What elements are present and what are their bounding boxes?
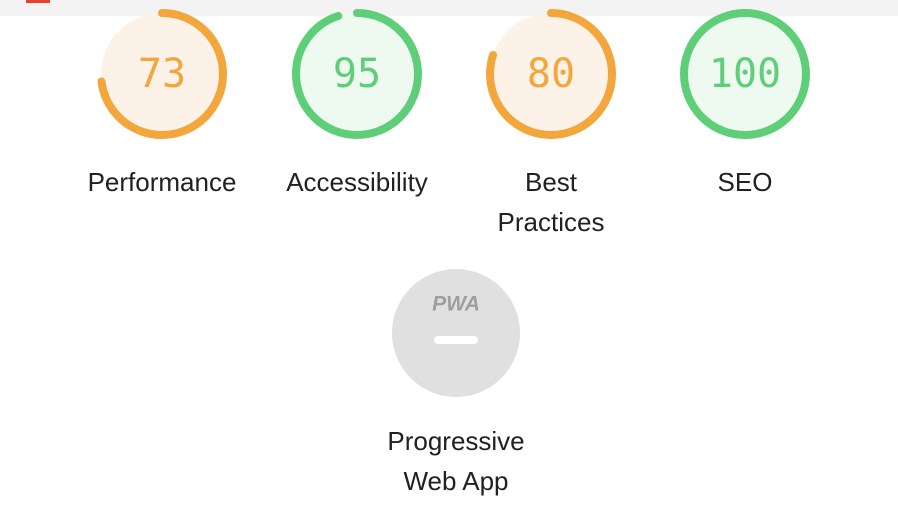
pwa-label-line-2: Web App (403, 466, 509, 496)
pwa-badge-circle (392, 269, 520, 397)
seo-gauge-base (684, 13, 806, 135)
gauge-pwa[interactable]: PWA Progressive Web App (358, 267, 554, 501)
pwa-label: Progressive Web App (358, 421, 554, 501)
accessibility-gauge-arc (292, 9, 422, 139)
gauge-seo[interactable]: 100 SEO (647, 8, 843, 202)
accessibility-score: 95 (333, 51, 381, 97)
accessibility-label: Accessibility (286, 167, 428, 197)
best-practices-gauge-arc (486, 9, 616, 139)
performance-gauge-ring: 73 (97, 9, 227, 139)
gauge-performance[interactable]: 73 Performance (64, 8, 260, 202)
best-practices-label-line-2: Practices (497, 207, 605, 237)
gauge-best-practices[interactable]: 80 Best Practices (453, 8, 649, 242)
performance-gauge-base (101, 13, 223, 135)
best-practices-gauge-ring: 80 (486, 9, 616, 139)
performance-label: Performance (87, 167, 237, 197)
report-topbar (0, 0, 898, 16)
seo-gauge-arc (680, 9, 810, 139)
pwa-badge-icon: PWA (392, 269, 520, 397)
accessibility-gauge-ring: 95 (292, 9, 422, 139)
best-practices-label: Best Practices (453, 162, 649, 242)
pwa-label-line-1: Progressive (387, 426, 525, 456)
seo-score: 100 (709, 51, 781, 97)
pwa-na-dash (434, 336, 478, 344)
performance-score: 73 (138, 51, 186, 97)
topbar-accent-mark (26, 0, 50, 3)
pwa-badge-text: PWA (432, 293, 480, 316)
accessibility-gauge-base (296, 13, 418, 135)
best-practices-score: 80 (527, 51, 575, 97)
gauge-accessibility[interactable]: 95 Accessibility (259, 8, 455, 202)
seo-gauge-ring: 100 (680, 9, 810, 139)
best-practices-label-line-1: Best (524, 167, 578, 197)
best-practices-gauge-base (490, 13, 612, 135)
seo-label: SEO (717, 167, 773, 197)
performance-gauge-arc (97, 9, 227, 139)
